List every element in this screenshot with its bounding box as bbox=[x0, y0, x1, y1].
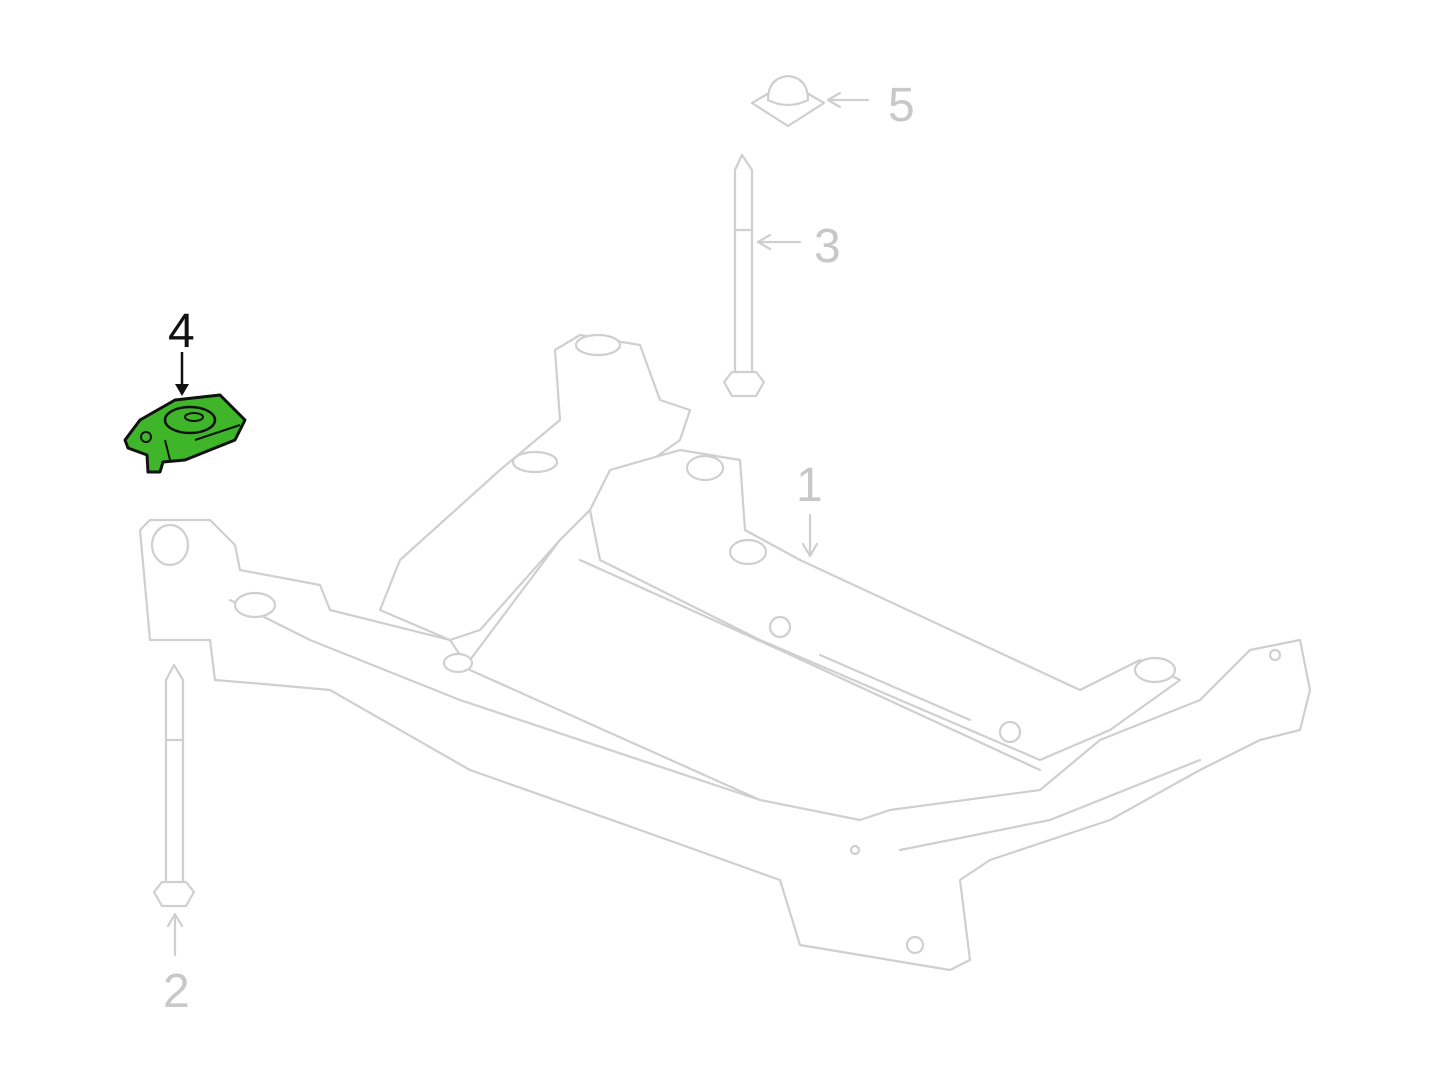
cap[interactable] bbox=[750, 74, 826, 128]
callout-4[interactable]: 4 bbox=[168, 305, 195, 358]
callout-3[interactable]: 3 bbox=[814, 220, 841, 273]
leader-arrows bbox=[166, 91, 870, 957]
upper-bolt[interactable] bbox=[722, 153, 766, 398]
subframe[interactable] bbox=[138, 333, 1312, 972]
callout-5[interactable]: 5 bbox=[888, 79, 915, 132]
mount-bracket[interactable] bbox=[123, 393, 247, 474]
callout-2[interactable]: 2 bbox=[163, 965, 190, 1018]
lower-bolt[interactable] bbox=[152, 663, 196, 908]
callout-1[interactable]: 1 bbox=[796, 459, 823, 512]
